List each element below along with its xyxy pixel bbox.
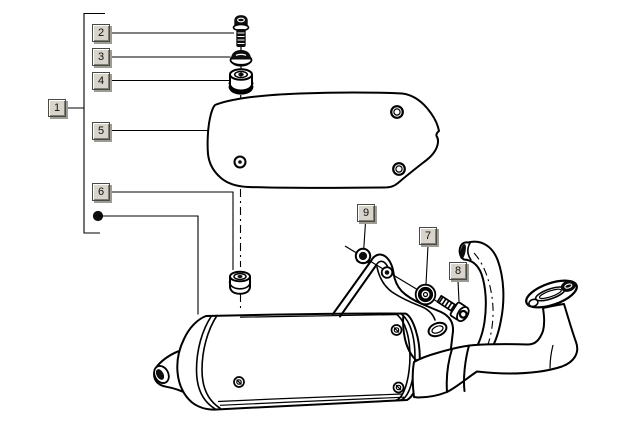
pipe-end-opening [460, 244, 466, 259]
group-bracket-line [83, 12, 105, 234]
exhaust-flange [525, 279, 578, 309]
muffler-screw-left [233, 376, 245, 388]
pipe-weld-band-1 [445, 348, 453, 393]
rubber-grommet [228, 68, 254, 95]
exhaust-pipe-upper-bend [458, 240, 505, 355]
callout-leader-6 [110, 191, 234, 270]
bracket-stud [380, 266, 394, 279]
muffler-bottom-seam-2 [219, 396, 405, 406]
flat-washer [414, 283, 437, 306]
muffler-bottom-seam-1 [217, 393, 403, 403]
callout-button-3[interactable]: 3 [92, 48, 110, 66]
bracket-bolt [436, 294, 470, 322]
callout-button-6[interactable]: 6 [92, 183, 110, 201]
callout-leader-lines [66, 12, 460, 315]
callout-button-8[interactable]: 8 [449, 262, 467, 280]
callout-button-5[interactable]: 5 [92, 122, 110, 140]
muffler-screw-bottom-right [392, 381, 405, 394]
pipe-bend-seam [549, 344, 554, 369]
shield-hole-bottom-right [392, 162, 406, 176]
muffler-top-seam [239, 314, 397, 318]
callout-button-4[interactable]: 4 [92, 72, 110, 90]
callout-leader-7 [425, 245, 429, 285]
stud-nut [354, 247, 372, 265]
mounting-bracket [332, 253, 455, 366]
spacer-bushing [228, 270, 252, 295]
cup-washer [229, 49, 253, 67]
shield-bolt [232, 15, 250, 47]
flange-stud-end [560, 280, 576, 292]
muffler-screw-top-right [390, 324, 403, 336]
callout-leader-8 [457, 280, 460, 302]
callout-button-9[interactable]: 9 [357, 204, 375, 222]
callout-button-2[interactable]: 2 [92, 24, 110, 42]
muffler-body [176, 312, 421, 411]
exhaust-header-pipe [411, 303, 579, 399]
bracket-hole [427, 321, 448, 338]
callout-button-7[interactable]: 7 [419, 227, 437, 245]
heat-shield [206, 91, 440, 189]
assembly-ref-line [98, 215, 199, 315]
tail-pipe-bore [155, 369, 165, 380]
pipe-weld-band-2 [463, 344, 470, 392]
muffler-left-seam-inner [201, 314, 221, 409]
pipe-centerline [473, 252, 494, 352]
callout-button-1[interactable]: 1 [48, 99, 66, 117]
flange-tab [528, 298, 539, 308]
shield-hole-top-right [390, 105, 404, 119]
muffler-left-seam-outer [195, 315, 216, 410]
pipe-end-band [467, 242, 472, 261]
callout-leader-9 [363, 222, 367, 249]
